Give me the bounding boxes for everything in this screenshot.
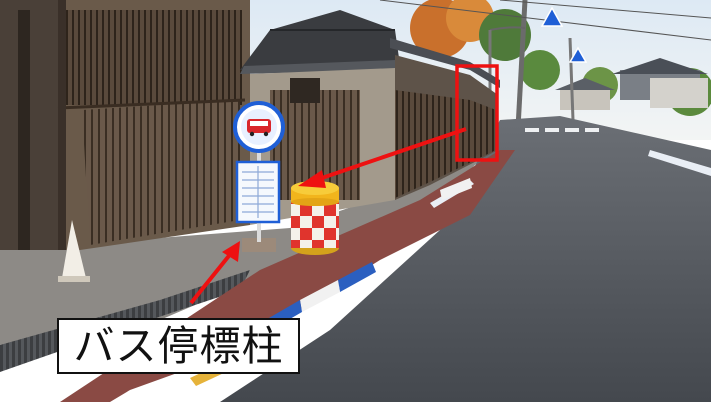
street-fence (390, 38, 500, 200)
traffic-cone (58, 220, 90, 282)
annotation-arrow-to-barrier (298, 127, 467, 188)
road (220, 116, 711, 402)
crosswalk (525, 128, 599, 132)
caption-box: バス停標柱 (57, 318, 300, 374)
bus-stop-pole (233, 101, 285, 252)
annotation-arrow-to-pole (189, 241, 240, 305)
caption-label: バス停標柱 (73, 321, 284, 370)
road-sign-pedestrian-crossing (540, 6, 588, 63)
bus-icon (247, 119, 271, 137)
timetable-lines (242, 166, 274, 218)
old-wooden-house (0, 0, 250, 250)
distant-houses (555, 58, 708, 110)
checkered-barrier (291, 181, 339, 255)
annotation-box (455, 64, 499, 162)
